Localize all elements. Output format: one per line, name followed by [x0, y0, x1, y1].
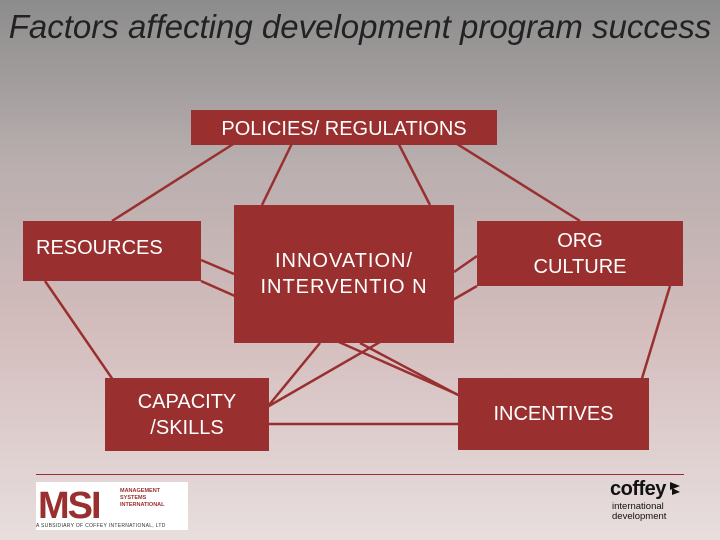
resources-box: RESOURCES	[23, 221, 201, 281]
innovation-label: INNOVATION/ INTERVENTIO N	[260, 250, 428, 298]
policies-label: POLICIES/ REGULATIONS	[221, 118, 467, 140]
slide-title: Factors affecting development program su…	[8, 8, 712, 45]
innovation-box: INNOVATION/ INTERVENTIO N	[234, 205, 454, 343]
org-culture-label: ORG CULTURE	[533, 229, 627, 278]
resources-label: RESOURCES	[36, 237, 163, 259]
org-culture-box: ORG CULTURE	[477, 221, 683, 286]
msi-tagline: A SUBSIDIARY OF COFFEY INTERNATIONAL, LT…	[36, 523, 166, 529]
capacity-skills-box: CAPACITY /SKILLS	[105, 378, 269, 451]
incentives-box: INCENTIVES	[458, 378, 649, 450]
policies-box: POLICIES/ REGULATIONS	[191, 110, 497, 145]
coffey-logo: coffey international development	[606, 478, 686, 530]
coffey-flag-icon	[670, 482, 680, 495]
msi-name: MANAGEMENT SYSTEMS INTERNATIONAL	[120, 488, 165, 508]
msi-mark: MSI	[38, 485, 100, 527]
incentives-label: INCENTIVES	[493, 403, 614, 425]
msi-logo: MSI	[36, 482, 188, 530]
footer-divider	[36, 474, 684, 475]
capacity-skills-label: CAPACITY /SKILLS	[137, 390, 237, 439]
coffey-subtitle: international development	[612, 501, 667, 522]
coffey-wordmark: coffey	[610, 478, 666, 500]
